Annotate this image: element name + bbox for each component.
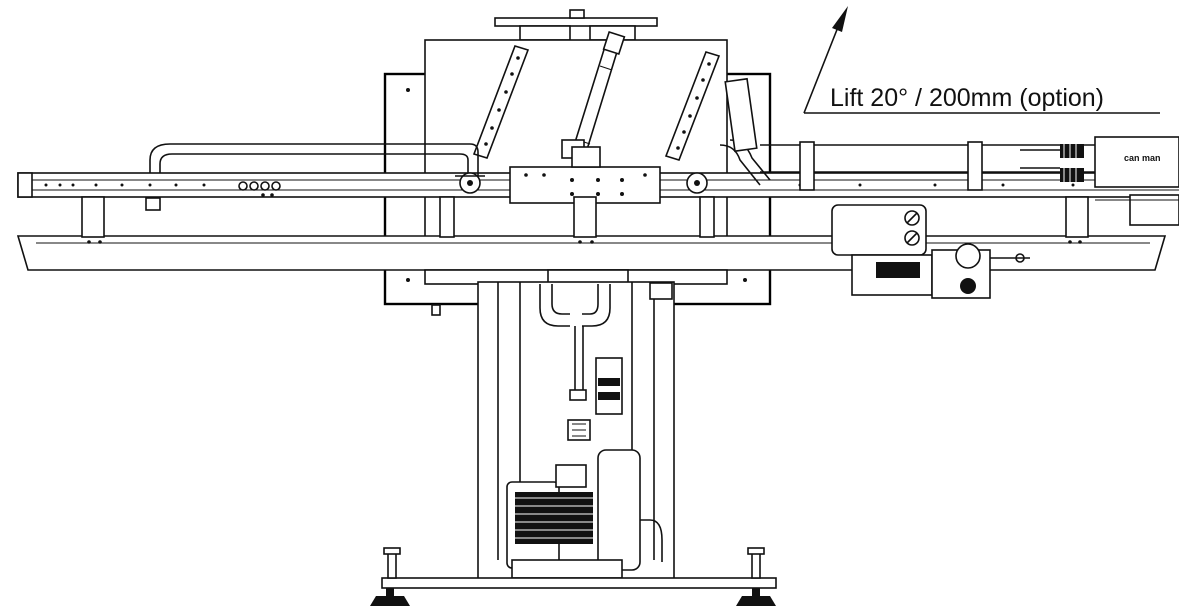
vacuum-hoses [539,284,611,401]
rail-adjust-holes [238,181,281,197]
valve-block [567,357,623,441]
return-pipe-left [145,143,479,211]
rail-posts [81,196,1089,238]
lift-label: Lift 20° / 200mm (option) [830,84,1104,112]
base-frame [370,547,777,606]
gripper-housing: can man [1094,136,1179,226]
lower-panel [424,269,728,316]
tilt-arm-left [472,45,530,159]
upper-right-tubes [719,77,1100,191]
lower-frame-beam [16,235,1167,271]
left-pulley [455,172,485,194]
right-pulley [686,172,708,194]
lift-annotation: Lift 20° / 200mm (option) [803,6,1160,114]
drive-motor [831,204,1030,299]
hose-corrugation [1060,144,1084,182]
brand-label: can man [1124,153,1161,163]
top-mount [494,9,658,41]
tilt-arm-right [664,51,721,161]
